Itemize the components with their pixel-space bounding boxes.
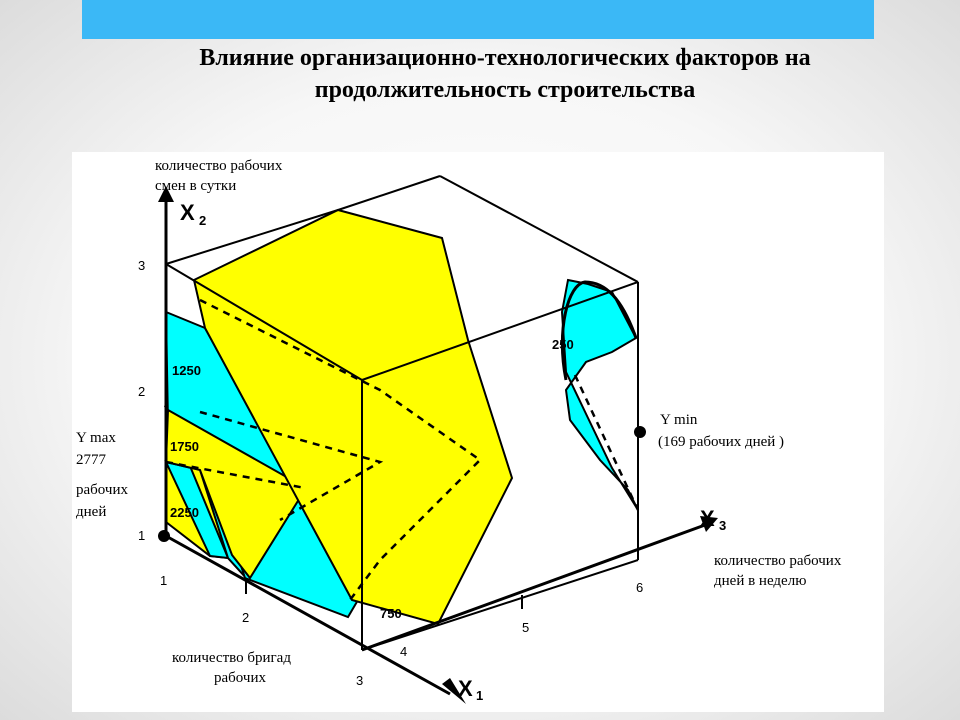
isoline-label-2250: 2250 bbox=[170, 505, 199, 520]
x1-axis-label-line1: количество бригад bbox=[172, 650, 291, 666]
x1-tick-3: 3 bbox=[356, 673, 363, 688]
title-accent-bar bbox=[82, 0, 874, 39]
x3-tick-6: 6 bbox=[636, 580, 643, 595]
x2-tick-1: 1 bbox=[138, 528, 145, 543]
ymax-label-line2: 2777 bbox=[76, 452, 107, 468]
x1-tick-1: 1 bbox=[160, 573, 167, 588]
x2-axis-label-line1: количество рабочих bbox=[155, 158, 283, 174]
x2-tick-2: 2 bbox=[138, 384, 145, 399]
ymin-label-line2: (169 рабочих дней ) bbox=[658, 434, 784, 450]
x3-axis-label-line1: количество рабочих bbox=[714, 553, 842, 569]
axes bbox=[158, 186, 718, 704]
x1-axis-sub: 1 bbox=[476, 688, 483, 703]
surface-regions bbox=[163, 208, 639, 626]
x1-axis-label-line2: рабочих bbox=[214, 670, 266, 686]
ymin-label-line1: Y min bbox=[660, 412, 698, 428]
tick-marks bbox=[245, 580, 523, 609]
x3-axis-sub: 3 bbox=[719, 518, 726, 533]
x2-axis-sub: 2 bbox=[199, 213, 206, 228]
slide-title: Влияние организационно-технологических ф… bbox=[60, 42, 950, 106]
ymin-boundary-curve bbox=[560, 280, 638, 381]
ymax-point bbox=[158, 530, 170, 542]
x3-tick-5: 5 bbox=[522, 620, 529, 635]
x2-axis-letter: X bbox=[180, 200, 195, 225]
x3-tick-4: 4 bbox=[400, 644, 407, 659]
dashed-contours bbox=[165, 298, 640, 601]
yellow-region-main bbox=[192, 208, 514, 626]
ymax-label-line3: рабочих bbox=[76, 482, 128, 498]
isoline-label-1750: 1750 bbox=[170, 439, 199, 454]
x2-axis-label-line2: смен в сутки bbox=[155, 178, 236, 194]
x2-tick-3: 3 bbox=[138, 258, 145, 273]
isoline-label-1250: 1250 bbox=[172, 363, 201, 378]
title-line-1: Влияние организационно-технологических ф… bbox=[199, 45, 811, 71]
x1-axis-letter: X bbox=[458, 676, 473, 701]
ymin-point bbox=[634, 426, 646, 438]
ymax-label-line1: Y max bbox=[76, 430, 116, 446]
cyan-region-ymin bbox=[560, 278, 639, 511]
x3-axis-letter: X bbox=[700, 506, 715, 531]
isoline-label-250: 250 bbox=[552, 337, 574, 352]
ymax-label-line4: дней bbox=[76, 504, 106, 520]
x1-tick-2: 2 bbox=[242, 610, 249, 625]
isoline-label-750: 750 bbox=[380, 606, 402, 621]
title-line-2: продолжительность строительства bbox=[314, 77, 696, 103]
x3-axis-label-line2: дней в неделю bbox=[714, 573, 806, 589]
